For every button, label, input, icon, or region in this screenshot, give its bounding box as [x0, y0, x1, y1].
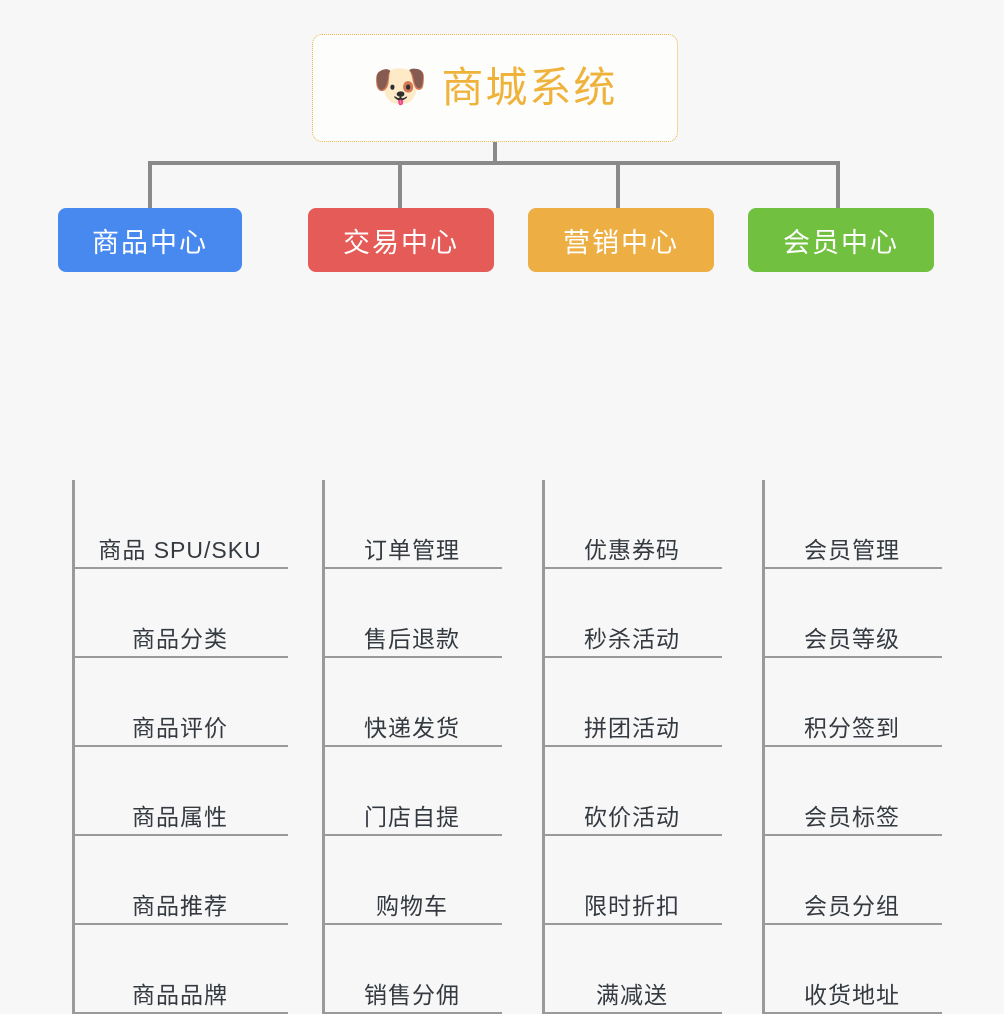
leaf-label: 购物车	[376, 892, 448, 919]
leaf-item[interactable]: 会员分组	[762, 836, 942, 925]
leaf-item[interactable]: 积分签到	[762, 658, 942, 747]
leaf-list-0: 商品 SPU/SKU 商品分类 商品评价 商品属性 商品推荐 商品品牌	[72, 480, 288, 1014]
leaf-label: 会员标签	[804, 803, 900, 830]
leaf-label: 售后退款	[364, 625, 460, 652]
category-header-0[interactable]: 商品中心	[58, 208, 242, 272]
leaf-label: 商品分类	[132, 625, 228, 652]
leaf-item[interactable]: 优惠券码	[542, 480, 722, 569]
leaf-label: 秒杀活动	[584, 625, 680, 652]
leaf-label: 订单管理	[364, 536, 460, 563]
category-header-2[interactable]: 营销中心	[528, 208, 714, 272]
leaf-label: 商品 SPU/SKU	[98, 536, 262, 563]
leaf-label: 商品推荐	[132, 892, 228, 919]
leaf-label: 砍价活动	[584, 803, 680, 830]
leaf-item[interactable]: 购物车	[322, 836, 502, 925]
root-stem-connector	[493, 142, 497, 164]
category-header-1-label: 交易中心	[343, 227, 459, 258]
leaf-item[interactable]: 商品评价	[72, 658, 288, 747]
leaf-item[interactable]: 收货地址	[762, 925, 942, 1014]
leaf-label: 积分签到	[804, 714, 900, 741]
leaf-list-3: 会员管理 会员等级 积分签到 会员标签 会员分组 收货地址	[762, 480, 942, 1014]
shiba-dog-icon: 🐶	[372, 62, 428, 111]
mindmap-canvas: 🐶 商城系统 商品中心 商品 SPU/SKU 商品分类 商品评价 商品属性 商品…	[58, 34, 960, 1014]
leaf-label: 满减送	[596, 981, 668, 1008]
leaf-item[interactable]: 会员等级	[762, 569, 942, 658]
leaf-label: 销售分佣	[364, 981, 460, 1008]
leaf-label: 商品属性	[132, 803, 228, 830]
leaf-item[interactable]: 砍价活动	[542, 747, 722, 836]
leaf-item[interactable]: 售后退款	[322, 569, 502, 658]
horizontal-bus-connector	[150, 161, 838, 165]
leaf-item[interactable]: 限时折扣	[542, 836, 722, 925]
leaf-item[interactable]: 快递发货	[322, 658, 502, 747]
root-node-label: 商城系统	[441, 64, 618, 111]
leaf-item[interactable]: 商品分类	[72, 569, 288, 658]
category-header-3[interactable]: 会员中心	[748, 208, 934, 272]
branch-connector-0	[148, 161, 152, 210]
leaf-item[interactable]: 商品属性	[72, 747, 288, 836]
category-column-3: 会员中心 会员管理 会员等级 积分签到 会员标签 会员分组 收货地址	[748, 208, 960, 1014]
branch-connector-2	[616, 161, 620, 210]
leaf-item[interactable]: 销售分佣	[322, 925, 502, 1014]
leaf-list-1: 订单管理 售后退款 快递发货 门店自提 购物车 销售分佣	[322, 480, 502, 1014]
branch-connector-3	[836, 161, 840, 210]
branch-connector-1	[398, 161, 402, 210]
leaf-item[interactable]: 秒杀活动	[542, 569, 722, 658]
category-header-2-label: 营销中心	[563, 227, 679, 258]
leaf-list-2: 优惠券码 秒杀活动 拼团活动 砍价活动 限时折扣 满减送	[542, 480, 722, 1014]
leaf-label: 限时折扣	[584, 892, 680, 919]
category-header-1[interactable]: 交易中心	[308, 208, 494, 272]
leaf-label: 会员等级	[804, 625, 900, 652]
leaf-item[interactable]: 商品品牌	[72, 925, 288, 1014]
leaf-label: 商品评价	[132, 714, 228, 741]
category-column-1: 交易中心 订单管理 售后退款 快递发货 门店自提 购物车 销售分佣	[308, 208, 520, 1014]
leaf-label: 会员分组	[804, 892, 900, 919]
leaf-item[interactable]: 满减送	[542, 925, 722, 1014]
leaf-item[interactable]: 会员管理	[762, 480, 942, 569]
leaf-label: 优惠券码	[584, 536, 680, 563]
leaf-label: 会员管理	[804, 536, 900, 563]
category-column-0: 商品中心 商品 SPU/SKU 商品分类 商品评价 商品属性 商品推荐 商品品牌	[58, 208, 290, 1014]
leaf-item[interactable]: 商品推荐	[72, 836, 288, 925]
category-header-0-label: 商品中心	[92, 227, 208, 258]
category-header-3-label: 会员中心	[783, 227, 899, 258]
leaf-item[interactable]: 商品 SPU/SKU	[72, 480, 288, 569]
category-column-2: 营销中心 优惠券码 秒杀活动 拼团活动 砍价活动 限时折扣 满减送	[528, 208, 740, 1014]
leaf-label: 门店自提	[364, 803, 460, 830]
leaf-label: 快递发货	[364, 714, 460, 741]
leaf-item[interactable]: 拼团活动	[542, 658, 722, 747]
leaf-item[interactable]: 订单管理	[322, 480, 502, 569]
leaf-label: 商品品牌	[132, 981, 228, 1008]
leaf-item[interactable]: 门店自提	[322, 747, 502, 836]
root-node[interactable]: 🐶 商城系统	[312, 34, 678, 142]
leaf-label: 拼团活动	[584, 714, 680, 741]
leaf-label: 收货地址	[804, 981, 900, 1008]
leaf-item[interactable]: 会员标签	[762, 747, 942, 836]
